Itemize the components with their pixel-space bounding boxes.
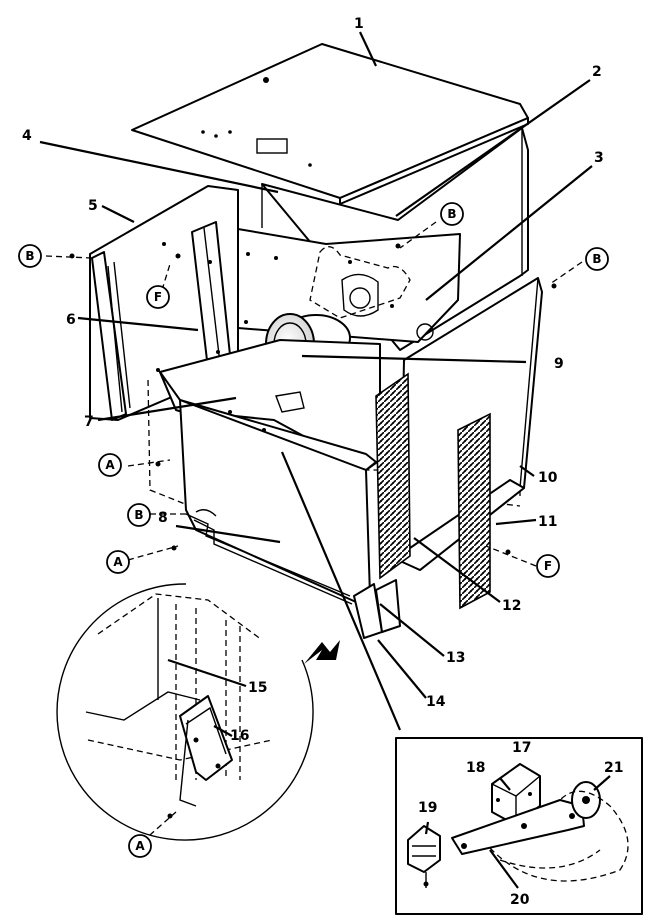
svg-text:A: A [135, 839, 145, 853]
part-number-21: 21 [604, 760, 623, 776]
detail-view-hinge [56, 583, 314, 841]
fastener-callout-a-detail: A [128, 834, 152, 858]
part-number-20: 20 [510, 892, 530, 908]
part-number-14: 14 [426, 694, 446, 710]
svg-text:F: F [544, 559, 552, 573]
part-number-8: 8 [158, 510, 168, 526]
svg-text:A: A [113, 555, 123, 569]
fastener-callout-b-left: B [18, 244, 42, 268]
part-number-labels: 1 2 3 4 5 6 7 8 9 10 11 12 13 14 15 16 1… [22, 16, 623, 908]
part-number-7: 7 [84, 414, 94, 430]
part-number-2: 2 [592, 64, 602, 80]
fastener-lines [45, 221, 583, 843]
front-rail [353, 579, 401, 639]
svg-text:B: B [134, 508, 143, 522]
leader-lines [39, 31, 611, 889]
part-number-5: 5 [88, 198, 98, 214]
rear-bulkhead [231, 227, 461, 343]
fastener-callout-b-base: B [127, 503, 151, 527]
svg-text:A: A [105, 458, 115, 472]
svg-text:B: B [447, 207, 456, 221]
detail-arrow-icon [304, 640, 340, 664]
part-number-10: 10 [538, 470, 558, 486]
part-number-6: 6 [66, 312, 76, 328]
fastener-callout-a-lower: A [106, 550, 130, 574]
part-number-17: 17 [512, 740, 531, 756]
part-number-18: 18 [466, 760, 485, 776]
screw-icons [69, 243, 557, 887]
part-number-13: 13 [446, 650, 465, 666]
part-number-16: 16 [230, 728, 249, 744]
part-number-3: 3 [594, 150, 604, 166]
fastener-callout-f-right: F [536, 554, 560, 578]
part-number-15: 15 [248, 680, 267, 696]
part-number-1: 1 [354, 16, 364, 32]
part-number-12: 12 [502, 598, 521, 614]
svg-text:B: B [25, 249, 34, 263]
motor-detail-box [395, 737, 643, 915]
fastener-callout-b-right: B [585, 247, 609, 271]
part-number-19: 19 [418, 800, 437, 816]
fastener-callout-a-upper: A [98, 453, 122, 477]
part-number-11: 11 [538, 514, 557, 530]
part-number-9: 9 [554, 356, 564, 372]
air-duct-vent [375, 372, 491, 610]
fastener-callout-f-left: F [146, 285, 170, 309]
part-number-4: 4 [22, 128, 32, 144]
base-tub [159, 339, 381, 605]
svg-text:F: F [154, 290, 162, 304]
fastener-callout-b-rear: B [440, 202, 464, 226]
top-panel [131, 43, 529, 205]
svg-text:B: B [592, 252, 601, 266]
